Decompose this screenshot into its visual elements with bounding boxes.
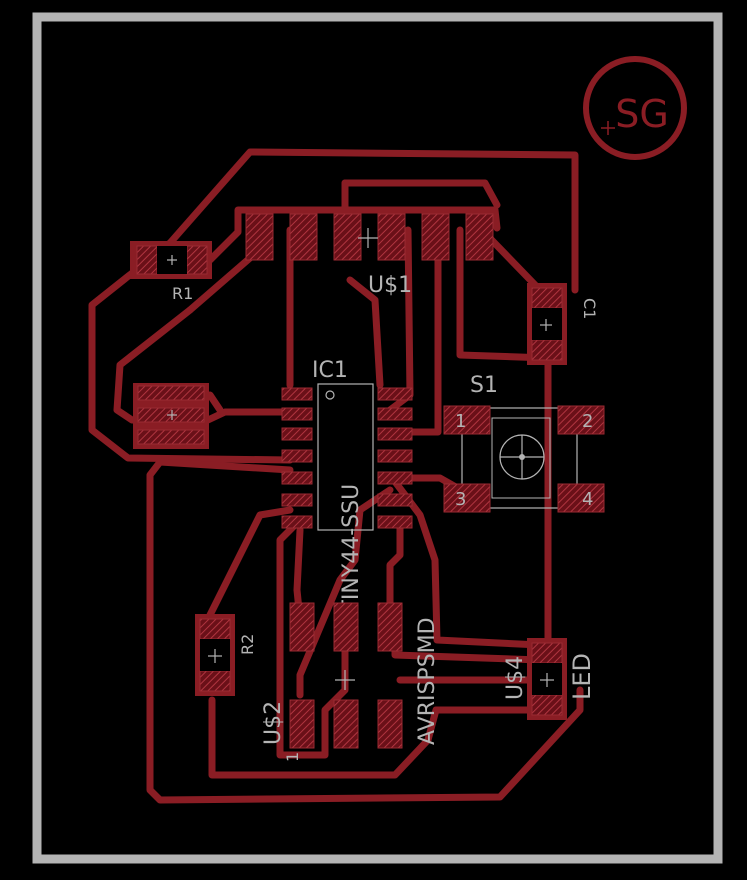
- label-ic1: IC1: [312, 358, 348, 383]
- led-u4[interactable]: [527, 638, 567, 720]
- label-u1: U$1: [368, 273, 412, 298]
- label-r2: R2: [238, 634, 257, 655]
- switch-s1[interactable]: [443, 405, 605, 513]
- label-c1: C1: [580, 298, 599, 319]
- header-u2-avrisp[interactable]: [289, 602, 403, 749]
- logo-circle: [583, 56, 687, 160]
- logo-text: SG: [615, 92, 669, 136]
- label-s1-pin3: 3: [455, 489, 466, 510]
- capacitor-c1[interactable]: [527, 283, 567, 365]
- header-u1[interactable]: [245, 213, 494, 261]
- label-u4: U$4: [503, 656, 528, 700]
- left-header[interactable]: [133, 383, 209, 449]
- board-outline: [32, 12, 723, 864]
- resistor-r1[interactable]: [130, 241, 212, 279]
- label-u2: U$2: [261, 701, 286, 745]
- label-s1: S1: [470, 373, 498, 398]
- ic1-attiny[interactable]: [281, 383, 413, 531]
- label-s1-pin2: 2: [582, 411, 593, 432]
- label-s1-pin4: 4: [582, 489, 593, 510]
- resistor-r2[interactable]: [195, 614, 235, 696]
- label-led: LED: [568, 653, 596, 700]
- label-u2-pin1: 1: [283, 752, 302, 762]
- label-s1-pin1: 1: [455, 411, 466, 432]
- label-r1: R1: [172, 284, 193, 303]
- label-u2-part: AVRISPSMD: [415, 617, 440, 745]
